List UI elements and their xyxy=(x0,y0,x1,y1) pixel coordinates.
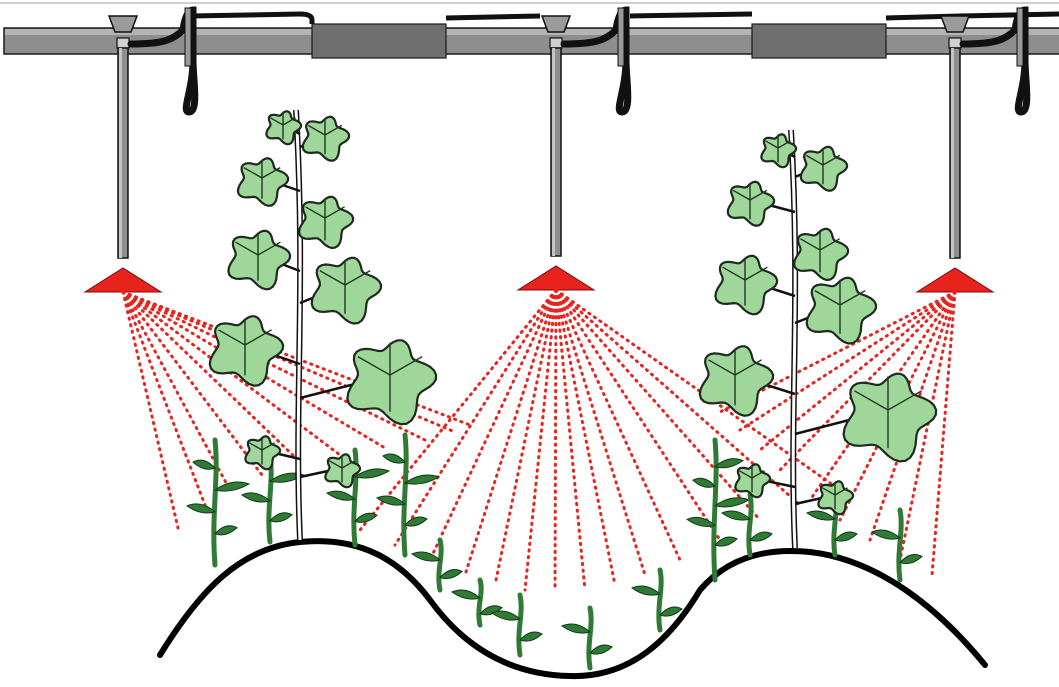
spray-line xyxy=(495,290,556,585)
weed-leaf xyxy=(715,498,749,507)
ground-ridge-line xyxy=(160,541,985,676)
weed-leaf xyxy=(872,530,900,539)
plant-leaf xyxy=(228,231,290,289)
plant-leaf xyxy=(303,117,349,161)
hose xyxy=(446,16,540,18)
spray-line xyxy=(123,292,300,462)
weed-seedling xyxy=(872,510,922,580)
spray-line xyxy=(932,292,955,575)
hose-support xyxy=(185,8,191,66)
spray-pattern-center xyxy=(360,290,840,590)
weed-seedling xyxy=(187,440,249,565)
weed-stem xyxy=(589,608,591,668)
weed-leaf xyxy=(405,517,427,526)
boom-clamp xyxy=(312,24,446,58)
weed-leaf xyxy=(687,517,715,526)
drop-pipe-highlight xyxy=(552,48,555,256)
nozzle-tip-icon xyxy=(85,268,161,292)
weed-stem xyxy=(749,495,751,555)
weed-seedling xyxy=(377,435,439,555)
weed-seedling xyxy=(562,608,612,668)
weed-seedling xyxy=(242,457,304,542)
weed-seedling xyxy=(632,570,682,630)
weed-seedling xyxy=(492,595,542,655)
weed-leaf xyxy=(693,478,715,487)
weed-leaf xyxy=(452,590,480,599)
hose xyxy=(630,14,752,16)
weed-seedling xyxy=(452,580,502,625)
weed-stem xyxy=(659,570,661,630)
nozzle-fitting xyxy=(117,38,129,48)
weed-leaf xyxy=(383,454,405,463)
drop-pipe-highlight xyxy=(119,48,122,258)
spray-line xyxy=(123,292,205,505)
spray-boom xyxy=(4,14,1059,58)
hose-support xyxy=(1017,8,1023,66)
plant-leaf xyxy=(728,182,774,226)
hose-support xyxy=(618,8,624,66)
crop-plant-right-row xyxy=(700,130,936,548)
plant-leaf xyxy=(715,256,777,314)
nozzle-fitting xyxy=(949,38,961,48)
weed-leaf xyxy=(660,607,682,616)
weed-leaf xyxy=(520,632,542,641)
weed-stem xyxy=(214,440,216,565)
weed-leaf xyxy=(355,513,377,522)
crop-plant-left-row xyxy=(210,110,436,540)
weed-stem xyxy=(404,435,406,555)
spray-line xyxy=(556,290,680,560)
weed-leaf xyxy=(412,552,440,561)
nozzle-tip-icon xyxy=(917,268,993,292)
plant-leaf xyxy=(210,316,283,385)
weed-leaf xyxy=(492,611,520,620)
nozzle-fitting xyxy=(550,38,562,48)
weed-leaf xyxy=(900,555,922,564)
weed-leaf xyxy=(242,493,270,502)
weed-leaf xyxy=(835,532,857,541)
plant-leaf xyxy=(238,158,288,205)
plant-leaf xyxy=(794,229,848,280)
weed-leaf xyxy=(590,645,612,654)
weed-stem xyxy=(479,580,481,625)
weed-stem xyxy=(519,595,521,655)
plant-leaf xyxy=(312,258,381,324)
weed-leaf xyxy=(807,511,835,520)
weed-leaf xyxy=(193,460,215,469)
spray-line xyxy=(555,290,556,590)
weed-leaf xyxy=(327,491,355,500)
weed-leaf xyxy=(187,504,215,513)
spray-line xyxy=(430,290,556,560)
weed-stem xyxy=(439,540,441,590)
weed-stem xyxy=(714,440,716,580)
hose xyxy=(886,14,1059,18)
drop-pipe-highlight xyxy=(951,48,954,258)
weed-leaf xyxy=(270,513,292,522)
weed-leaf xyxy=(632,586,660,595)
plant-leaf xyxy=(801,147,847,191)
weed-leaf xyxy=(750,532,772,541)
spray-line xyxy=(465,290,556,575)
weed-leaf xyxy=(440,570,462,579)
weed-leaf xyxy=(215,526,237,535)
nozzle-tip-icon xyxy=(518,266,594,290)
weed-leaf xyxy=(722,511,750,520)
plant-leaf xyxy=(700,346,773,415)
hose xyxy=(190,14,312,24)
boom-highlight xyxy=(5,29,1059,35)
weed-leaf xyxy=(215,482,249,491)
boom-clamp xyxy=(752,24,886,58)
weed-leaf xyxy=(715,459,743,468)
weed-seedling xyxy=(412,540,462,590)
plant-leaf xyxy=(807,278,876,344)
weed-leaf xyxy=(562,624,590,633)
plant-leaf xyxy=(299,197,353,248)
weed-stem xyxy=(899,510,901,580)
plant-leaf xyxy=(347,340,436,424)
